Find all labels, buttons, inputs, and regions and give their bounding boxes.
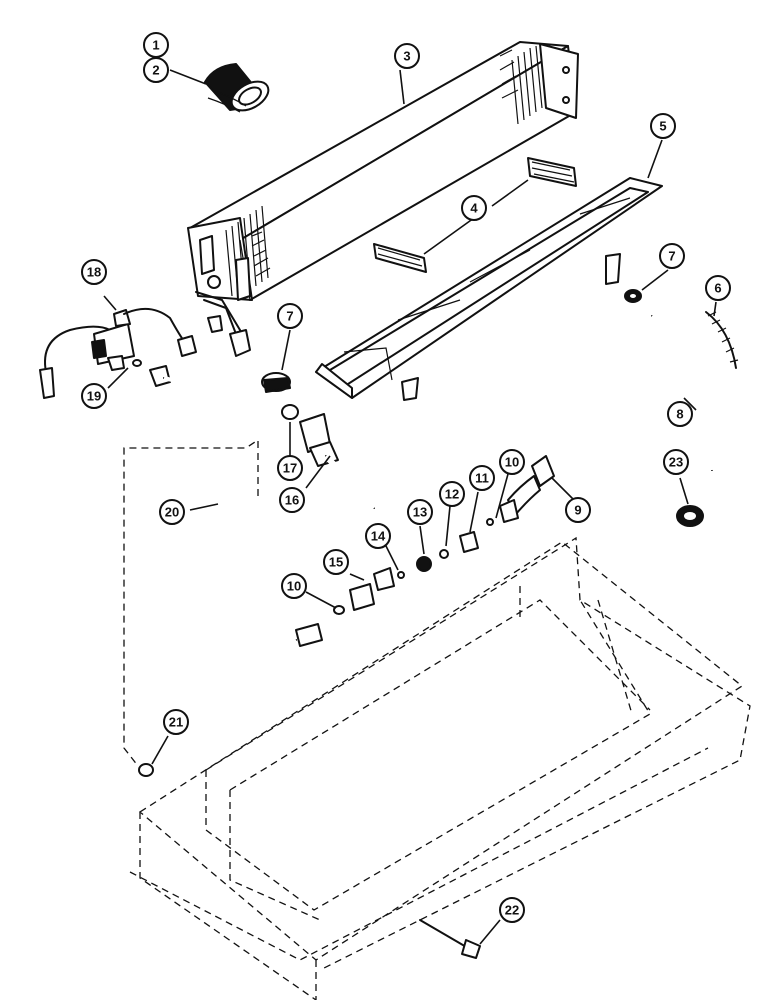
callout-11-label: 11 [475,471,489,486]
part-3-evaporator-core [187,41,579,357]
part-15-fitting-pair [349,567,395,611]
callout-10-lower-label: 10 [287,579,301,594]
part-9-elbow-fitting [499,455,555,523]
callout-6-label: 6 [714,281,721,296]
callout-20-label: 20 [165,505,179,520]
callout-21-label: 21 [169,715,183,730]
callout-7-right-label: 7 [668,249,675,264]
callout-7-left-label: 7 [286,309,293,324]
callout-4-label: 4 [470,201,478,216]
part-7-clamp-left [261,372,291,393]
part-22-bolt [419,919,481,959]
part-17-o-ring [281,404,299,420]
part-11-fitting [459,531,479,553]
callout-22-label: 22 [505,903,519,918]
part-10-o-ring-upper [486,518,494,526]
callout-7-left: 7 [277,303,303,329]
callout-6: 6 [705,275,731,301]
callout-17-label: 17 [283,461,297,476]
callout-15: 15 [323,549,349,575]
callout-3: 3 [394,43,420,69]
part-8-drain-hose [649,313,716,471]
part-14-o-ring [397,571,405,579]
callout-19-label: 19 [87,389,101,404]
callout-1-label: 1 [152,38,159,53]
callout-5: 5 [650,113,676,139]
callout-7-right: 7 [659,243,685,269]
callout-8: 8 [667,401,693,427]
part-10-o-ring-lower [333,605,345,615]
callout-12: 12 [439,481,465,507]
callout-19: 19 [81,383,107,409]
callout-21: 21 [163,709,189,735]
callout-10-upper-label: 10 [505,455,519,470]
callout-10-lower: 10 [281,573,307,599]
part-23-grommet [676,505,704,527]
callout-14: 14 [365,523,391,549]
callout-16-label: 16 [285,493,299,508]
part-6-coil-spring [705,311,739,369]
callout-17: 17 [277,455,303,481]
part-4-foam-strips [373,157,577,273]
callout-18: 18 [81,259,107,285]
callout-2: 2 [143,57,169,83]
callout-13-label: 13 [413,505,427,520]
callout-5-label: 5 [659,119,666,134]
part-12-washer [439,549,449,559]
callout-11: 11 [469,465,495,491]
callout-2-label: 2 [152,63,159,78]
part-19-o-ring [132,359,142,367]
callout-10-upper: 10 [499,449,525,475]
housing-outline [129,536,751,1000]
part-7-clamp-right [624,289,642,303]
leader-lines [103,69,717,945]
callout-3-label: 3 [403,49,410,64]
callout-15-label: 15 [329,555,343,570]
callout-18-label: 18 [87,265,101,280]
part-20-hose-assembly [149,365,323,665]
hose-route-dashed [123,438,259,767]
part-18-expansion-valve [39,307,197,399]
callout-22: 22 [499,897,525,923]
callout-8-label: 8 [676,407,683,422]
callout-4: 4 [461,195,487,221]
callout-9: 9 [565,497,591,523]
callout-23-label: 23 [669,455,683,470]
part-13-nut [416,556,432,572]
callout-16: 16 [279,487,305,513]
part-5-drain-pan [315,177,663,401]
part-21-nut [138,763,154,777]
part-16-fitting-hose [299,413,377,511]
callout-12-label: 12 [445,487,459,502]
callout-23: 23 [663,449,689,475]
callout-9-label: 9 [574,503,581,518]
callout-14-label: 14 [371,529,386,544]
callout-20: 20 [159,499,185,525]
callout-1: 1 [143,32,169,58]
part-2-tape-roll [204,63,270,113]
callout-13: 13 [407,499,433,525]
